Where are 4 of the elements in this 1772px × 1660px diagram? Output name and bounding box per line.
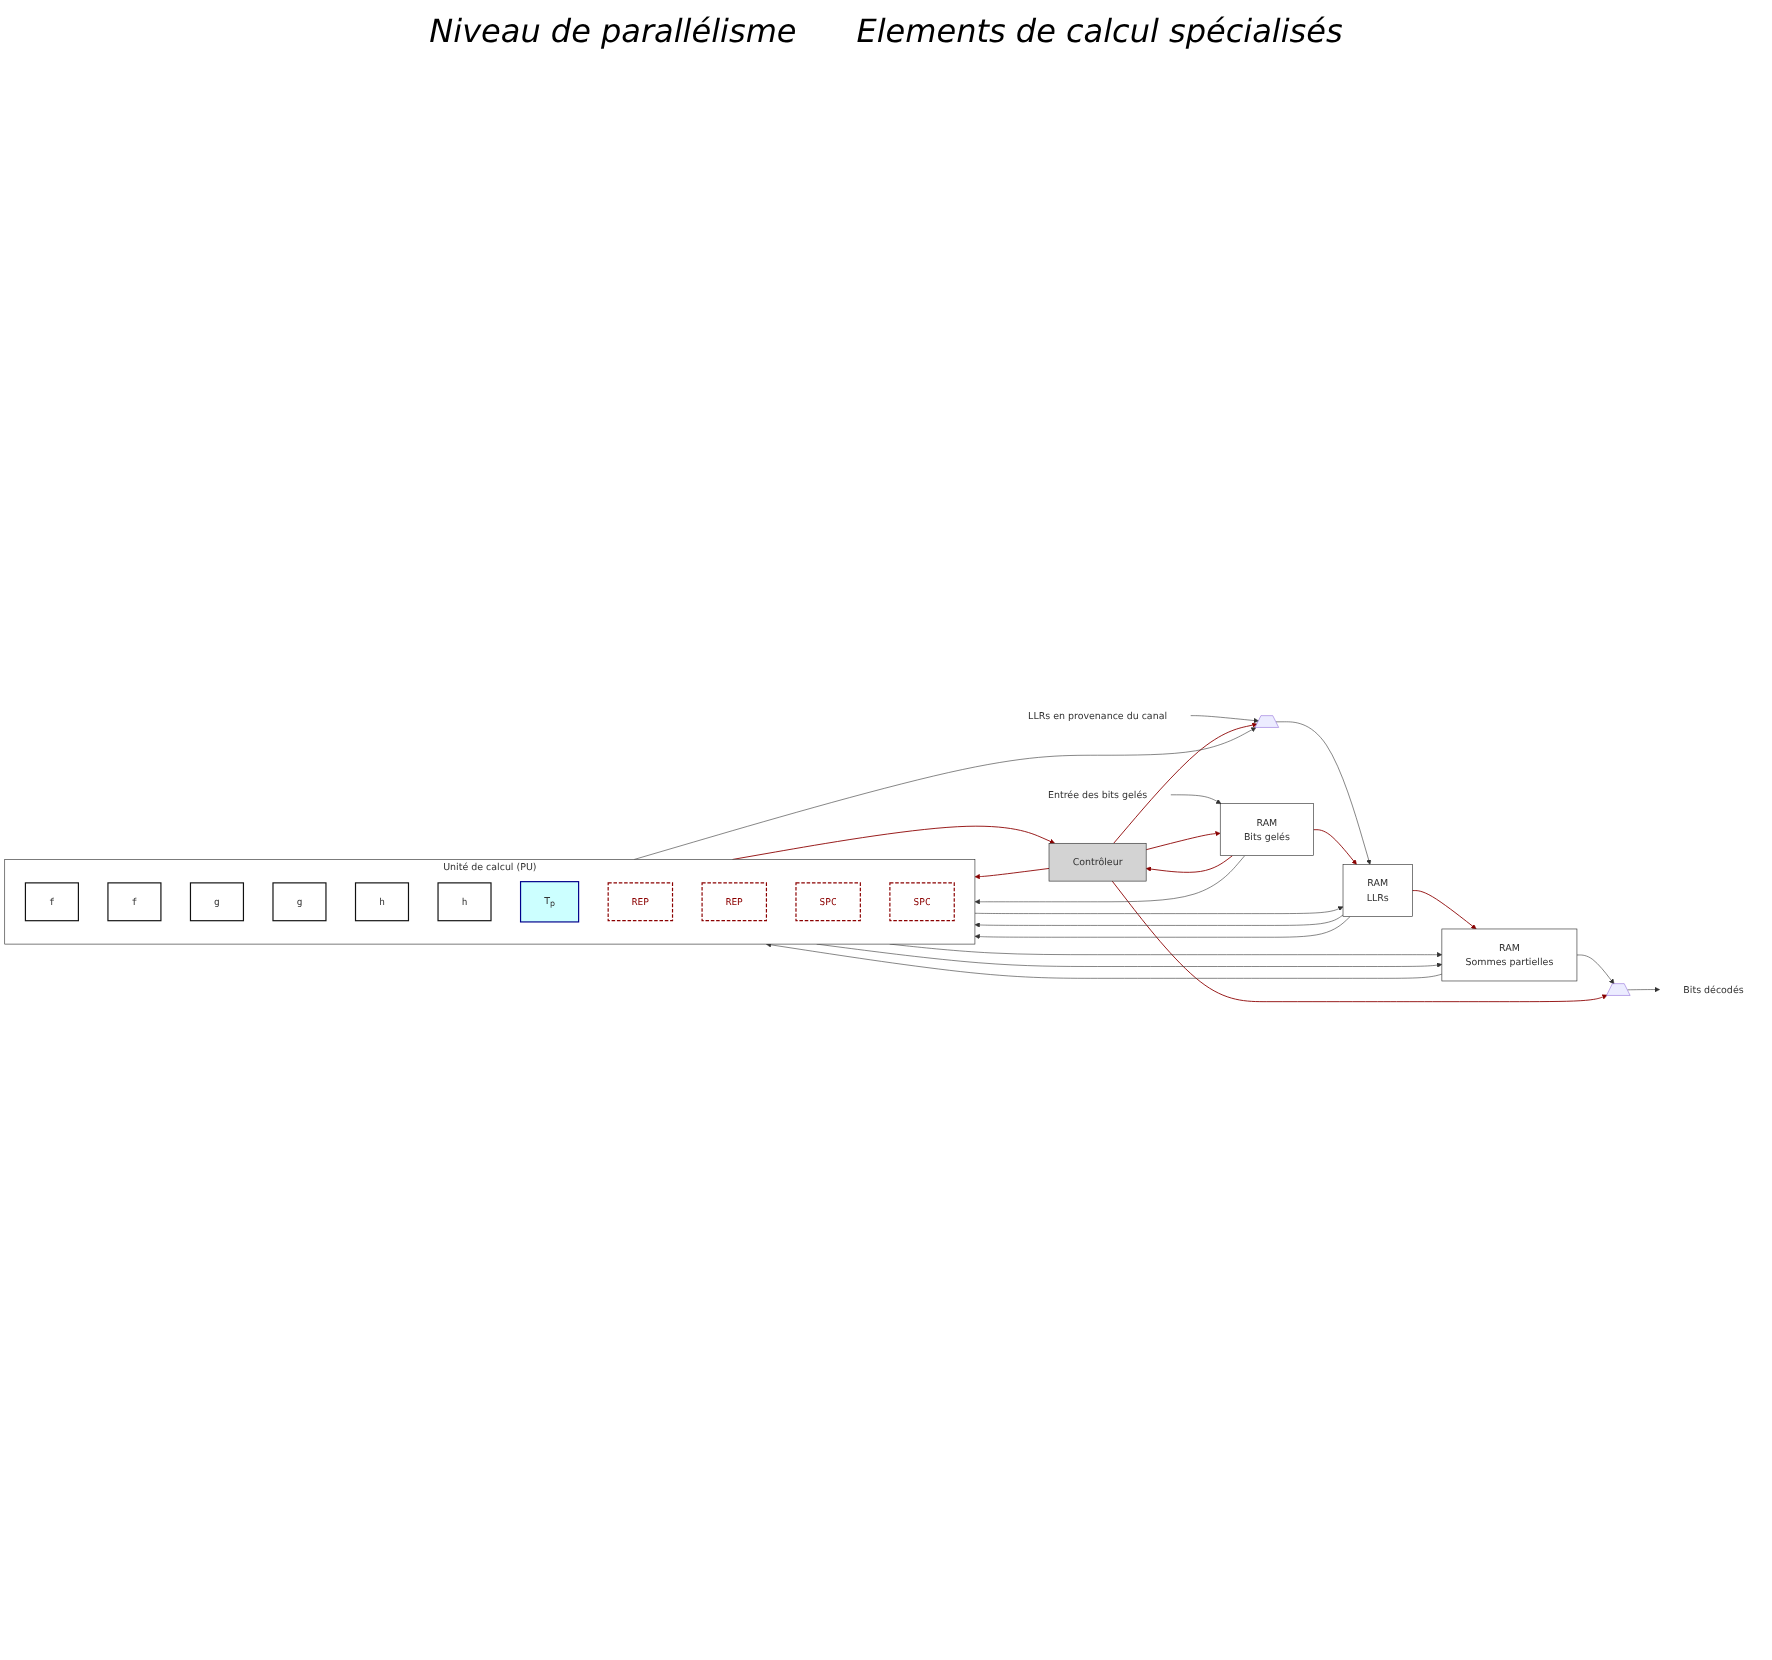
node-trapezoid	[1254, 714, 1279, 728]
node-trapezoid	[1606, 982, 1631, 996]
note-text: Elements de calcul spécialisés	[856, 12, 1343, 50]
note-text: Niveau de parallélisme	[429, 12, 797, 50]
